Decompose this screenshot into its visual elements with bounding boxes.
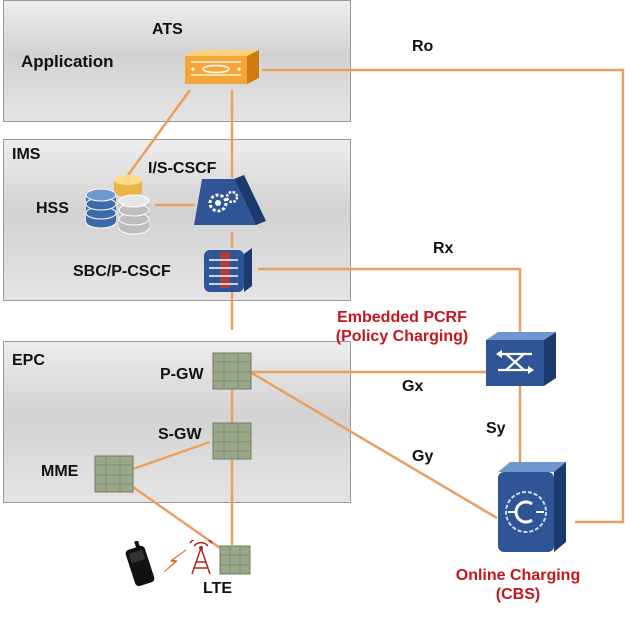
mme-label: MME <box>41 463 79 480</box>
epc-zone <box>3 341 351 503</box>
sgw-label: S-GW <box>158 426 202 443</box>
ims-zone <box>3 139 351 301</box>
interface-gx-label: Gx <box>402 378 424 395</box>
link-rx <box>258 267 522 335</box>
link-gy <box>249 370 498 520</box>
interface-sy-label: Sy <box>486 420 506 437</box>
lightning-bolt-icon <box>163 549 187 573</box>
hss-label: HSS <box>36 200 69 217</box>
link-ro <box>262 68 625 524</box>
antenna-tower-icon <box>189 540 213 575</box>
iscscf-label: I/S-CSCF <box>148 160 217 177</box>
ocs-label-line2: (CBS) <box>495 586 541 603</box>
lte-label: LTE <box>203 580 233 597</box>
pcrf-label-line2: (Policy Charging) <box>335 328 469 345</box>
ocs-device-icon <box>498 462 566 552</box>
application-zone <box>3 0 351 122</box>
ocs-label: Online Charging (CBS) <box>438 566 598 604</box>
epc-zone-label: EPC <box>12 352 45 369</box>
pcrf-device-icon <box>486 332 556 386</box>
pcrf-label: Embedded PCRF (Policy Charging) <box>322 308 482 346</box>
interface-rx-label: Rx <box>433 240 454 257</box>
link-mme-lte <box>129 483 221 550</box>
lte-device-icon <box>219 545 251 575</box>
pgw-label: P-GW <box>160 366 204 383</box>
application-zone-label: Application <box>21 52 114 71</box>
ocs-label-line1: Online Charging <box>455 567 581 584</box>
link-sgw-mme <box>129 440 211 472</box>
ats-label: ATS <box>152 21 183 38</box>
iscscf-device-icon <box>194 175 266 225</box>
interface-gy-label: Gy <box>412 448 434 465</box>
sgw-device-icon <box>212 422 252 460</box>
pcrf-label-line1: Embedded PCRF <box>337 309 467 326</box>
mobile-phone-icon <box>125 541 155 587</box>
link-ats-hss <box>126 89 192 176</box>
mme-device-icon <box>94 455 134 493</box>
sbc-device-icon <box>204 248 252 292</box>
ims-zone-label: IMS <box>12 146 41 163</box>
pgw-device-icon <box>212 352 252 390</box>
ats-device-icon <box>185 50 259 84</box>
interface-ro-label: Ro <box>412 38 434 55</box>
sbc-label: SBC/P-CSCF <box>73 263 171 280</box>
hss-database-icon <box>85 175 150 235</box>
